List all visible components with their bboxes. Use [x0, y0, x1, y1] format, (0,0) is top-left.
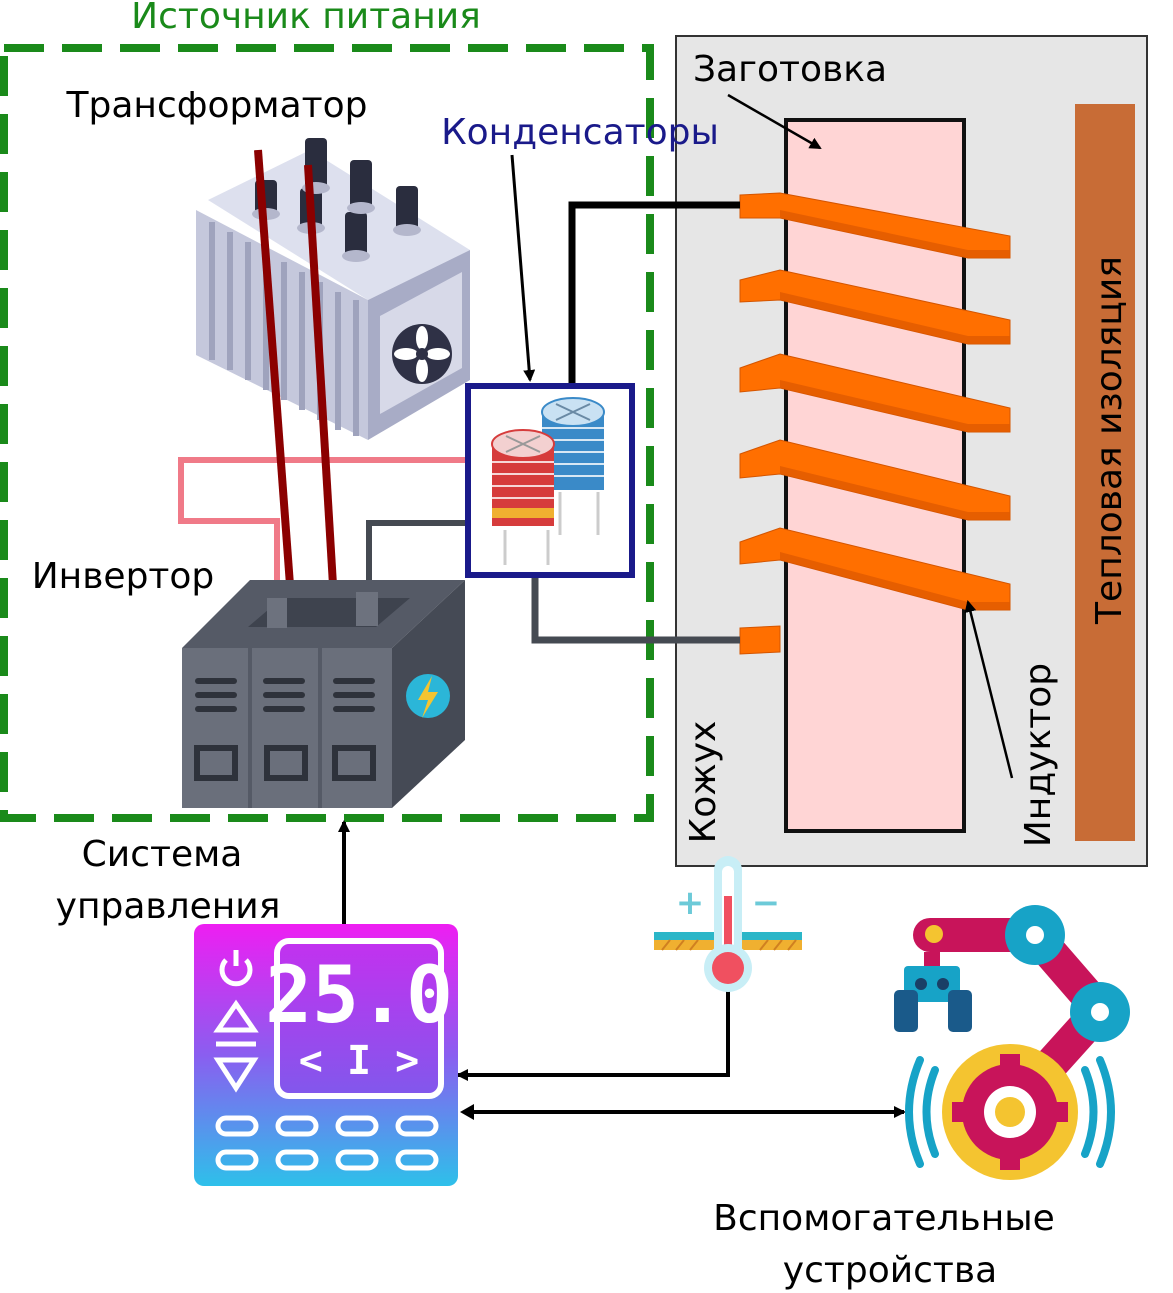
power-icon[interactable]: [219, 950, 253, 987]
thermometer-minus: −: [752, 883, 781, 923]
transformer-lead-2: [304, 164, 337, 586]
arrow-workpiece: [727, 93, 822, 150]
arrow-capacitors: [510, 154, 536, 382]
arrow-inductor: [964, 600, 1014, 779]
label-aux-2: устройства: [783, 1250, 997, 1291]
power-source-frame: [0, 44, 654, 822]
arrow-thermometer-to-controller: [456, 990, 730, 1081]
thermometer-plus: +: [676, 883, 705, 923]
wire-grey: [366, 520, 468, 600]
wire-cap-to-coil-top: [568, 201, 740, 388]
label-thermal-insulation: Тепловая изоляция: [1089, 256, 1130, 625]
wire-cap-to-coil-bottom: [531, 575, 740, 644]
label-inductor: Индуктор: [1018, 663, 1059, 847]
label-workpiece: Заготовка: [693, 49, 887, 90]
controller-buttons[interactable]: [215, 1115, 439, 1171]
thermal-insulation: [1075, 104, 1135, 841]
label-control-system-1: Система: [82, 834, 243, 875]
label-capacitors: Конденсаторы: [441, 112, 719, 153]
wire-pink: [178, 457, 468, 608]
label-control-system-2: управления: [56, 886, 281, 927]
down-arrow-icon[interactable]: [213, 1057, 259, 1093]
transformer-icon: [196, 138, 470, 440]
controller-screen: [274, 938, 444, 1099]
up-arrow-icon[interactable]: [213, 999, 259, 1033]
label-inverter: Инвертор: [32, 556, 215, 597]
controller-display-sub: < I >: [299, 1038, 419, 1084]
thermometer-icon: + −: [654, 856, 802, 992]
label-casing: Кожух: [683, 721, 724, 844]
controller-display-value: 25.0: [265, 951, 453, 1041]
label-transformer: Трансформатор: [66, 85, 368, 126]
transformer-lead-1: [254, 149, 294, 586]
temperature-controller-icon[interactable]: 25.0 < I >: [194, 924, 458, 1186]
robot-arm-icon: [894, 905, 1130, 1180]
capacitors-icon: [491, 397, 605, 565]
coil-turn: [739, 625, 781, 655]
inductor-coil: [739, 192, 1011, 655]
inverter-icon: [182, 580, 465, 808]
label-power-source: Источник питания: [131, 0, 481, 37]
label-aux-1: Вспомогательные: [713, 1198, 1055, 1239]
